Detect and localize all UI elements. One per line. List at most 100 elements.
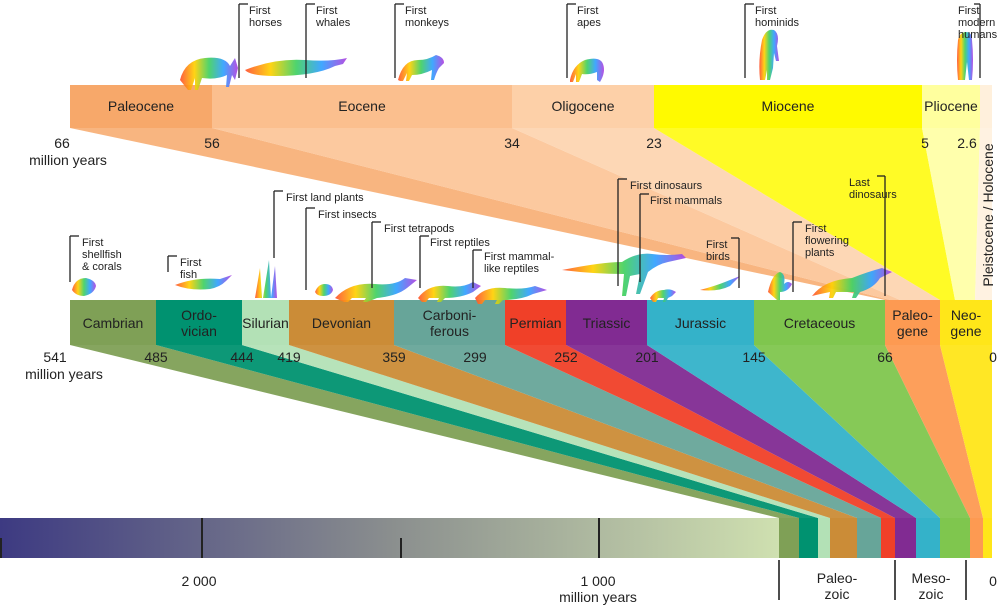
period-label: Paleo-	[892, 307, 933, 323]
precambrian-bar	[0, 518, 779, 558]
middle-tick-label: 0	[989, 349, 997, 365]
event-first-reptiles: First reptiles	[419, 235, 490, 288]
event-label: First	[316, 5, 337, 17]
event-label: First	[82, 237, 103, 249]
middle-tick-label: 201	[635, 349, 659, 365]
animal-silhouette	[335, 278, 417, 302]
event-first-land-plants: First land plants	[273, 190, 364, 258]
lower-bar-cretaceous	[940, 518, 970, 558]
funnel-carboniferous	[394, 345, 881, 518]
event-annotations: FirsthorsesFirstwhalesFirstmonkeysFirsta…	[69, 3, 998, 296]
middle-tick-label: 359	[382, 349, 406, 365]
middle-funnels	[70, 345, 992, 518]
epoch-paleocene	[70, 85, 212, 128]
animal-silhouette	[957, 32, 973, 80]
period-label: Triassic	[583, 315, 631, 331]
event-label: First mammals	[650, 195, 723, 207]
epoch-eocene	[212, 85, 512, 128]
epoch-oligocene	[512, 85, 654, 128]
event-label: dinosaurs	[849, 189, 897, 201]
animal-silhouette	[180, 57, 238, 90]
upper-tick-label: 66	[54, 135, 70, 151]
period-label: Neo-	[951, 307, 982, 323]
event-label: & corals	[82, 261, 122, 273]
event-first-tetrapods: First tetrapods	[371, 221, 455, 288]
event-label: plants	[805, 247, 835, 259]
event-label: apes	[577, 17, 601, 29]
epoch-label: Paleocene	[108, 98, 174, 114]
funnel-jurassic	[647, 345, 940, 518]
event-label: First insects	[318, 209, 377, 221]
animal-silhouette	[245, 58, 347, 76]
period-cambrian	[70, 300, 156, 345]
event-label: whales	[315, 17, 351, 29]
period-permian	[505, 300, 566, 345]
animal-silhouette	[768, 272, 792, 300]
event-label: First mammal-	[484, 251, 555, 263]
epoch-label-pleistocene-holocene: Pleistocene / Holocene	[980, 143, 996, 286]
upper-tick-label: 5	[921, 135, 929, 151]
event-first-mammal-like-reptiles: First mammal-like reptiles	[472, 249, 555, 288]
period-label: Carboni-	[423, 307, 477, 323]
event-label: First land plants	[286, 192, 364, 204]
lower-bar-carboniferous	[857, 518, 881, 558]
era-label: zoic	[825, 586, 850, 602]
era-label: zoic	[919, 586, 944, 602]
period-label: gene	[897, 323, 928, 339]
event-label: shellfish	[82, 249, 122, 261]
era-label: Meso-	[912, 570, 951, 586]
period-ordovician	[156, 300, 242, 345]
upper-tick-label: 23	[646, 135, 662, 151]
lower-bar-neogene	[983, 518, 992, 558]
event-label: First	[180, 257, 201, 269]
lower-tick-label: 1 000	[580, 573, 615, 589]
lower-bar-paleogene	[970, 518, 983, 558]
period-label: Silurian	[242, 315, 289, 331]
animal-silhouette	[759, 29, 779, 80]
period-neogene	[940, 300, 992, 345]
lower-bar-devonian	[830, 518, 857, 558]
funnel-permian	[505, 345, 895, 518]
period-carboniferous	[394, 300, 505, 345]
upper-tick-label: 2.6	[957, 135, 977, 151]
animal-silhouette	[255, 260, 277, 298]
funnel-cretaceous	[754, 345, 970, 518]
epoch-label: Oligocene	[551, 98, 614, 114]
event-label: hominids	[755, 17, 800, 29]
lower-bar-cambrian	[779, 518, 799, 558]
lower-period-bars	[779, 518, 992, 558]
funnel-silurian	[242, 345, 830, 518]
event-label: First	[958, 5, 979, 17]
period-jurassic	[647, 300, 754, 345]
period-label: Cambrian	[83, 315, 144, 331]
lower-bar-triassic	[895, 518, 916, 558]
epoch-label: Miocene	[762, 98, 815, 114]
epoch-pleistocene-holocene	[980, 85, 992, 128]
event-label: First dinosaurs	[630, 180, 703, 192]
event-label: First	[405, 5, 426, 17]
lower-bar-silurian	[818, 518, 830, 558]
event-label: monkeys	[405, 17, 450, 29]
funnel-oligocene	[512, 128, 940, 300]
middle-tick-label: 145	[742, 349, 766, 365]
funnel-devonian	[289, 345, 857, 518]
event-label: flowering	[805, 235, 849, 247]
lower-bar-permian	[881, 518, 895, 558]
lower-tick-label: 2 000	[181, 573, 216, 589]
animal-silhouette	[315, 284, 333, 296]
event-first-dinosaurs: First dinosaurs	[617, 178, 703, 286]
event-label: First tetrapods	[384, 223, 455, 235]
period-label: Ordo-	[181, 307, 217, 323]
animal-silhouette	[398, 55, 444, 81]
